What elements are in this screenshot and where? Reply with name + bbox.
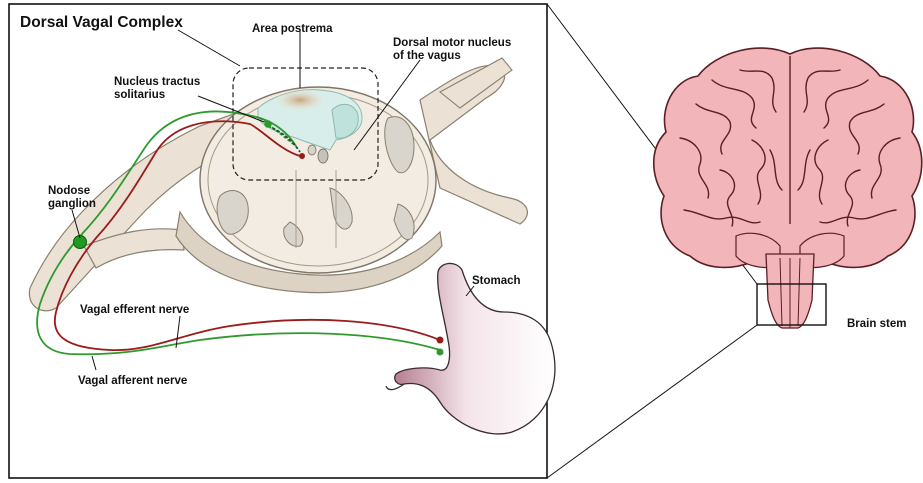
label-afferent-nerve: Vagal afferent nerve [78, 375, 187, 387]
label-stomach: Stomach [472, 275, 521, 287]
diagram-title: Dorsal Vagal Complex [20, 14, 183, 31]
nts-green-dot [264, 120, 272, 128]
label-nodose-line1: Nodose [48, 185, 90, 197]
stomach-afferent-dot [437, 349, 444, 356]
dmnv-red-dot [299, 153, 305, 159]
label-efferent-nerve: Vagal efferent nerve [80, 304, 189, 316]
brain-illustration [654, 48, 922, 328]
label-dmnv-line2: of the vagus [393, 50, 461, 62]
label-area-postrema: Area postrema [252, 23, 333, 35]
label-nodose-line2: ganglion [48, 198, 96, 210]
zoom-line-bottom [547, 325, 757, 478]
label-brain-stem: Brain stem [847, 318, 906, 330]
label-nts-line2: solitarius [114, 89, 165, 101]
stomach-efferent-dot [437, 337, 444, 344]
label-dmnv-line1: Dorsal motor nucleus [393, 37, 511, 49]
label-nts-line1: Nucleus tractus [114, 76, 200, 88]
